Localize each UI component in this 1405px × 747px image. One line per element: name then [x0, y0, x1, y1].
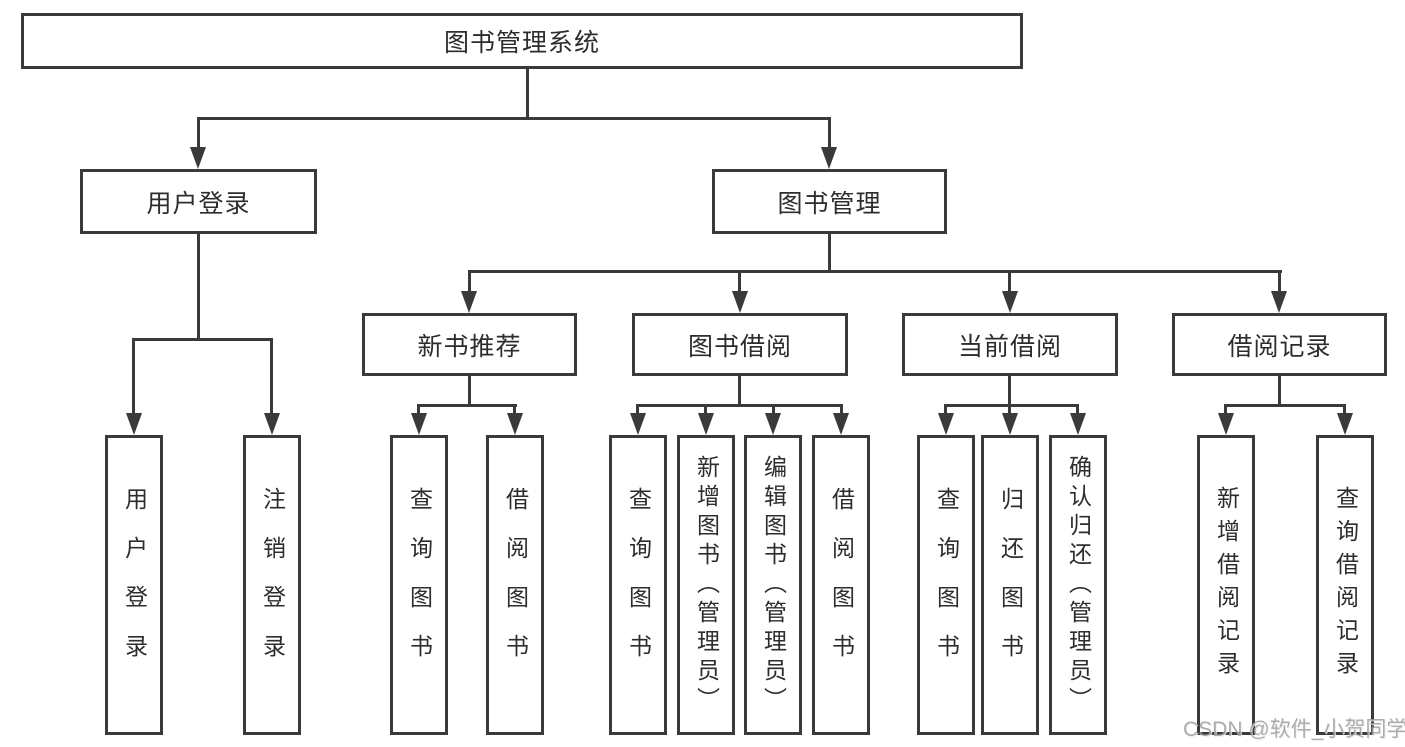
connector-line: [1224, 404, 1346, 407]
arrow-down-icon: [938, 413, 954, 435]
arrow-down-icon: [1271, 291, 1287, 313]
connector-line: [197, 117, 831, 120]
connector-line: [132, 338, 135, 414]
node-borrow-records: 借阅记录: [1172, 313, 1387, 376]
connector-line: [526, 67, 529, 120]
connector-line: [1224, 404, 1227, 414]
node-book-management-system: 图书管理系统: [21, 13, 1023, 69]
arrow-down-icon: [765, 413, 781, 435]
node-label: 借阅记录: [1227, 332, 1332, 361]
connector-line: [417, 404, 517, 407]
leaf-label: 注销登录: [259, 487, 286, 683]
arrow-down-icon: [264, 413, 280, 435]
arrow-down-icon: [461, 291, 477, 313]
leaf-query-borrow-record: 查询借阅记录: [1316, 435, 1374, 735]
node-label: 图书管理系统: [443, 29, 600, 57]
arrow-down-icon: [1337, 413, 1353, 435]
connector-line: [468, 270, 1282, 273]
node-book-management: 图书管理: [712, 169, 947, 234]
connector-line: [1278, 374, 1281, 406]
connector-line: [828, 232, 831, 273]
leaf-add-borrow-record: 新增借阅记录: [1197, 435, 1255, 735]
node-current-borrow: 当前借阅: [902, 313, 1118, 376]
node-user-login: 用户登录: [80, 169, 317, 234]
arrow-down-icon: [1002, 413, 1018, 435]
connector-line: [468, 374, 471, 406]
leaf-label: 借阅图书: [828, 487, 855, 683]
leaf-label: 查询图书: [625, 487, 652, 683]
connector-line: [944, 404, 1079, 407]
node-label: 用户登录: [146, 189, 251, 218]
arrow-down-icon: [1070, 413, 1086, 435]
leaf-user-login: 用户登录: [105, 435, 163, 735]
leaf-edit-book-admin: 编辑图书（管理员）: [744, 435, 802, 735]
connector-line: [270, 338, 273, 414]
connector-line: [197, 117, 200, 149]
leaf-query-books-borrow: 查询图书: [609, 435, 667, 735]
leaf-label: 归还图书: [997, 487, 1024, 683]
arrow-down-icon: [1218, 413, 1234, 435]
leaf-add-book-admin: 新增图书（管理员）: [677, 435, 735, 735]
leaf-label: 查询图书: [406, 487, 433, 683]
leaf-label: 借阅图书: [502, 487, 529, 683]
arrow-down-icon: [821, 147, 837, 169]
leaf-query-books-recommend: 查询图书: [390, 435, 448, 735]
arrow-down-icon: [1002, 291, 1018, 313]
arrow-down-icon: [190, 147, 206, 169]
connector-line: [704, 404, 707, 414]
connector-line: [738, 270, 741, 292]
connector-line: [636, 404, 842, 407]
connector-line: [417, 404, 420, 414]
leaf-label: 新增图书（管理员）: [693, 454, 720, 716]
connector-line: [1278, 270, 1281, 292]
leaf-query-books-current: 查询图书: [917, 435, 975, 735]
arrow-down-icon: [126, 413, 142, 435]
node-book-borrow: 图书借阅: [632, 313, 848, 376]
leaf-label: 查询借阅记录: [1332, 486, 1359, 684]
leaf-borrow-books: 借阅图书: [812, 435, 870, 735]
leaf-label: 编辑图书（管理员）: [760, 454, 787, 716]
node-label: 当前借阅: [957, 332, 1062, 361]
connector-line: [1343, 404, 1346, 414]
watermark-text: CSDN @软件_小贺同学: [1183, 718, 1405, 741]
leaf-label: 确认归还（管理员）: [1065, 454, 1092, 716]
connector-line: [132, 338, 273, 341]
arrow-down-icon: [411, 413, 427, 435]
arrow-down-icon: [698, 413, 714, 435]
leaf-return-book: 归还图书: [981, 435, 1039, 735]
connector-line: [1008, 374, 1011, 406]
node-label: 图书借阅: [687, 332, 792, 361]
leaf-label: 查询图书: [933, 487, 960, 683]
connector-line: [828, 117, 831, 149]
arrow-down-icon: [507, 413, 523, 435]
connector-line: [636, 404, 639, 414]
connector-line: [468, 270, 471, 292]
connector-line: [840, 404, 843, 414]
leaf-label: 用户登录: [121, 487, 148, 683]
arrow-down-icon: [732, 291, 748, 313]
leaf-borrow-books-recommend: 借阅图书: [486, 435, 544, 735]
connector-line: [944, 404, 947, 414]
connector-line: [1008, 404, 1011, 414]
arrow-down-icon: [630, 413, 646, 435]
leaf-label: 新增借阅记录: [1213, 486, 1240, 684]
arrow-down-icon: [833, 413, 849, 435]
connector-line: [738, 374, 741, 406]
node-new-book-recommend: 新书推荐: [362, 313, 577, 376]
leaf-logout: 注销登录: [243, 435, 301, 735]
node-label: 图书管理: [777, 189, 882, 218]
connector-line: [513, 404, 516, 414]
leaf-confirm-return-admin: 确认归还（管理员）: [1049, 435, 1107, 735]
node-label: 新书推荐: [417, 332, 522, 361]
connector-line: [197, 232, 200, 340]
connector-line: [1008, 270, 1011, 292]
connector-line: [1076, 404, 1079, 414]
connector-line: [772, 404, 775, 414]
